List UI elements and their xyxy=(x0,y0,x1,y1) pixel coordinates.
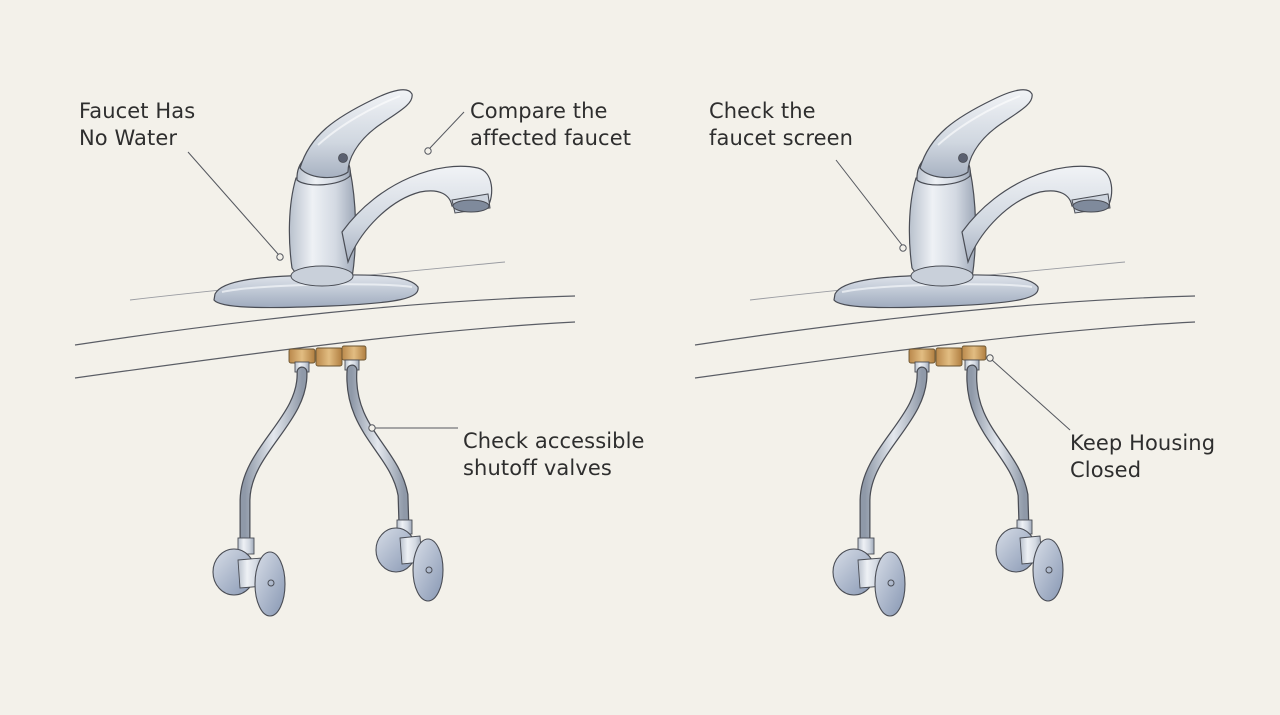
label-keep-housing-closed: Keep Housing Closed xyxy=(1070,431,1216,482)
leader-compare-faucet xyxy=(429,111,465,149)
leader-lines xyxy=(187,111,1071,432)
leader-keep-housing xyxy=(991,359,1071,431)
label-faucet-has-no-water: Faucet Has No Water xyxy=(79,99,196,150)
faucet-assembly-right xyxy=(695,90,1195,616)
faucet-assembly-left xyxy=(75,90,575,616)
label-compare-affected-faucet: Compare the affected faucet xyxy=(470,99,632,150)
leader-check-screen xyxy=(835,159,903,246)
leader-faucet-no-water xyxy=(187,151,279,255)
label-check-shutoff-valves: Check accessible shutoff valves xyxy=(463,429,645,480)
label-check-faucet-screen: Check the faucet screen xyxy=(709,99,854,150)
